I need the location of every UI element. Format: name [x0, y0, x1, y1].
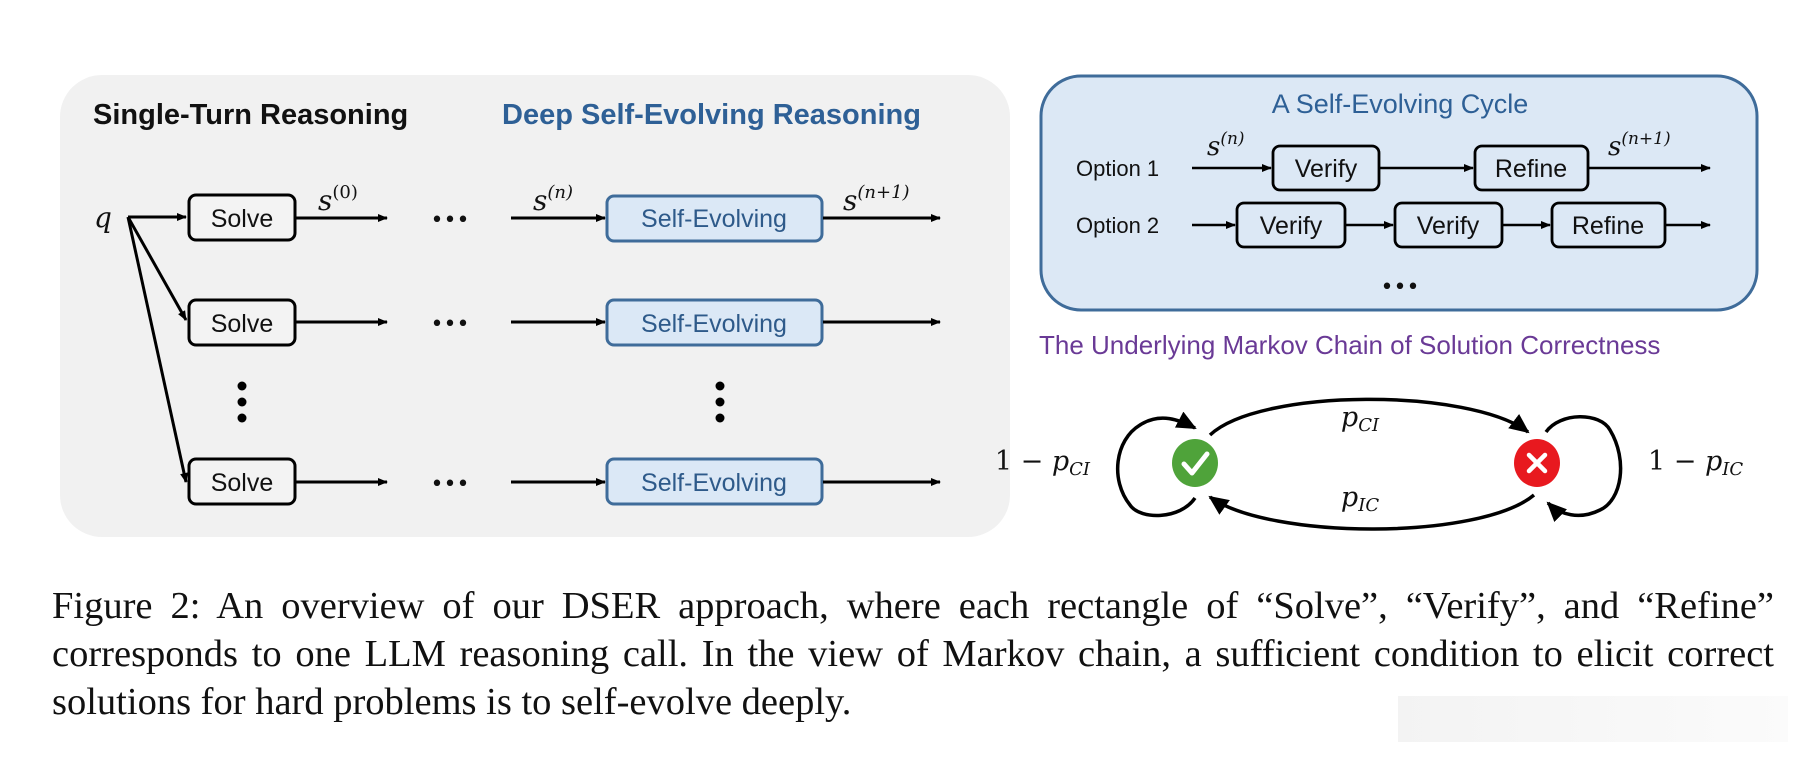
- label-p-ic: pIC: [1341, 482, 1379, 516]
- self-evolving-box: [605, 298, 824, 347]
- self-evolving-label: Self-Evolving: [641, 469, 787, 497]
- solve-box: [187, 193, 297, 242]
- verify-label: Verify: [1417, 212, 1480, 240]
- watermark-overlay: [1398, 696, 1788, 742]
- cycle-panel-bg: [1039, 74, 1759, 312]
- verify-box: [1393, 201, 1504, 249]
- figure-caption: Figure 2: An overview of our DSER approa…: [52, 585, 1774, 723]
- self-evolving-box: [605, 457, 824, 506]
- fan-arrows: [126, 213, 188, 483]
- option-1-label: Option 1: [1076, 156, 1159, 181]
- ellipsis: •••: [431, 312, 470, 337]
- sn-label: s(n): [533, 182, 573, 217]
- x-icon: [1526, 452, 1548, 474]
- solve-label: Solve: [211, 205, 274, 233]
- self-evolving-label: Self-Evolving: [641, 310, 787, 338]
- ellipsis: •••: [431, 208, 470, 233]
- arrow-q-to-solve-3: [126, 216, 188, 483]
- solve-label: Solve: [211, 310, 274, 338]
- option-2-row: Option 2 Verify Verify Refine: [1076, 201, 1711, 249]
- label-1-minus-p-ic: 1 − pIC: [1648, 446, 1743, 480]
- ellipsis: •••: [431, 472, 470, 497]
- self-evolving-cycle-panel: A Self-Evolving Cycle Option 1 s(n) Veri…: [1039, 74, 1759, 312]
- pipeline-row-2: Solve ••• Self-Evolving: [187, 298, 941, 347]
- solve-box: [187, 457, 297, 506]
- pipeline-row-1: Solve s(0) ••• s(n) Self-Evolving s(n+1): [187, 182, 941, 243]
- left-panel-bg: [60, 75, 1010, 537]
- sn1-label: s(n+1): [843, 182, 910, 217]
- markov-chain: The Underlying Markov Chain of Solution …: [995, 330, 1743, 531]
- edge-self-correct: [1116, 411, 1197, 518]
- check-icon: [1181, 451, 1210, 476]
- refine-box: [1473, 144, 1590, 192]
- state-correct: [1172, 439, 1218, 487]
- s0-label: s(0): [318, 182, 358, 217]
- refine-label: Refine: [1495, 155, 1567, 183]
- cycle-title: A Self-Evolving Cycle: [1272, 89, 1529, 119]
- label-1-minus-p-ci: 1 − pCI: [995, 446, 1091, 480]
- solve-box: [187, 298, 297, 347]
- edge-correct-to-incorrect: [1208, 397, 1530, 437]
- pipeline-row-3: Solve ••• Self-Evolving: [187, 457, 941, 506]
- single-turn-title: Single-Turn Reasoning: [93, 99, 408, 131]
- vertical-ellipsis-solve: [237, 381, 247, 423]
- state-incorrect: [1514, 439, 1560, 487]
- edge-self-incorrect: [1544, 415, 1623, 523]
- deep-self-evolving-title: Deep Self-Evolving Reasoning: [502, 99, 921, 131]
- left-panel: Single-Turn Reasoning Deep Self-Evolving…: [60, 75, 1010, 537]
- refine-box: [1550, 201, 1667, 249]
- verify-label: Verify: [1295, 155, 1358, 183]
- option-1-row: Option 1 s(n) Verify Refine s(n+1): [1076, 129, 1711, 192]
- verify-box: [1235, 201, 1347, 249]
- self-evolving-label: Self-Evolving: [641, 205, 787, 233]
- solve-label: Solve: [211, 469, 274, 497]
- query-label: q: [94, 201, 112, 234]
- refine-label: Refine: [1572, 212, 1644, 240]
- self-evolving-box: [605, 194, 824, 243]
- option-2-label: Option 2: [1076, 213, 1159, 238]
- verify-box: [1271, 144, 1381, 192]
- arrow-q-to-solve-2: [126, 216, 188, 321]
- correct-node: [1172, 439, 1218, 487]
- markov-title: The Underlying Markov Chain of Solution …: [1039, 330, 1660, 360]
- edge-incorrect-to-correct: [1208, 493, 1536, 531]
- cycle-sn-label: s(n): [1207, 129, 1245, 162]
- cycle-sn1-label: s(n+1): [1608, 129, 1671, 162]
- vertical-ellipsis-self-evolving: [715, 381, 725, 423]
- label-p-ci: pCI: [1341, 402, 1380, 436]
- cycle-ellipsis: •••: [1381, 275, 1420, 300]
- verify-label: Verify: [1260, 212, 1323, 240]
